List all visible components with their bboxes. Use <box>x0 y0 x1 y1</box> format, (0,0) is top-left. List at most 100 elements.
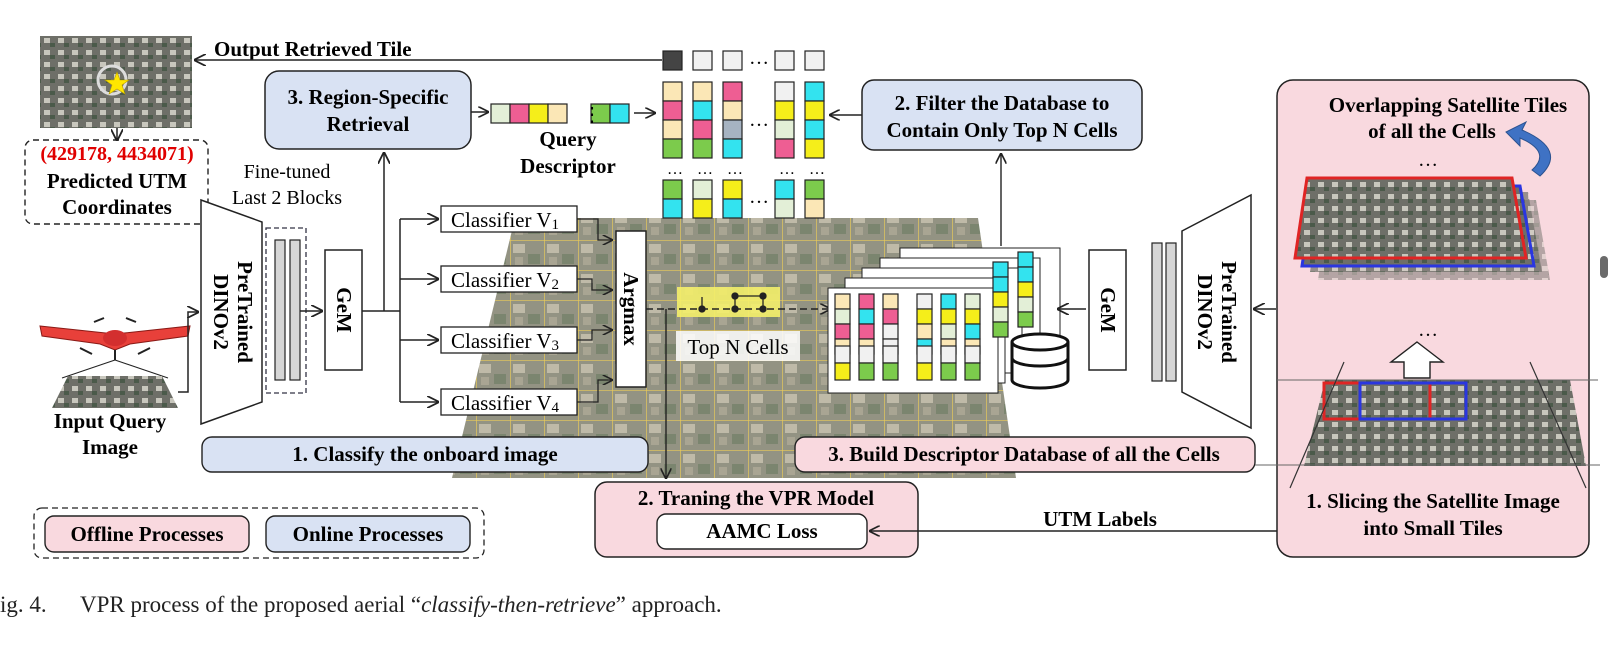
overlap-label-2: of all the Cells <box>1368 119 1496 143</box>
database-cell <box>940 308 957 325</box>
database-cell <box>834 323 851 340</box>
database-cell <box>916 345 933 364</box>
dinov2-left-label-1: PreTrained <box>233 261 257 363</box>
curved-arrow-icon <box>1505 120 1551 177</box>
predicted-utm-label-2: Coordinates <box>62 195 172 219</box>
svg-text:Classifier V3: Classifier V3 <box>451 329 559 354</box>
top-row-cell <box>692 50 713 71</box>
descriptor-cell <box>692 179 713 200</box>
grid-separator-dots: … <box>697 161 713 178</box>
descriptor-cell <box>722 138 743 159</box>
pretrained-dinov2-left <box>200 198 263 426</box>
argmax-box <box>615 230 647 388</box>
top-row-cell <box>662 50 683 71</box>
retrieved-tile-image <box>40 36 192 128</box>
satellite-image <box>1304 380 1586 466</box>
descriptor-cell <box>774 138 795 159</box>
fine-tuned-block-2 <box>289 239 301 381</box>
utm-labels-label: UTM Labels <box>1043 507 1157 531</box>
database-cell <box>916 362 933 381</box>
database-cell <box>916 323 933 340</box>
database-cell <box>1017 296 1034 313</box>
gem-left-box <box>324 249 363 371</box>
grid-ellipsis-top: … <box>749 47 769 69</box>
database-cell <box>992 321 1009 338</box>
dinov2-right-label-2: DINOv2 <box>1193 274 1217 350</box>
training-label: 2. Traning the VPR Model <box>638 486 874 510</box>
database-cell <box>992 291 1009 308</box>
right-block-1 <box>1151 242 1163 382</box>
descriptor-cell <box>804 138 825 159</box>
fine-tuned-label: Fine-tuned <box>244 161 331 183</box>
database-cell <box>964 323 981 340</box>
filter-db-label: 2. Filter the Database to <box>895 91 1110 115</box>
database-cell <box>1017 266 1034 283</box>
database-cell <box>834 345 851 364</box>
classifier-v1: Classifier V1 <box>440 205 578 233</box>
query-descriptor-cell <box>509 103 530 124</box>
classifier-v4: Classifier V4 <box>440 388 578 416</box>
caption-text: VPR process of the proposed aerial “ <box>80 592 422 617</box>
database-cell <box>916 293 933 310</box>
database-cell <box>834 362 851 381</box>
descriptor-cell <box>804 119 825 140</box>
grid-ellipsis-mid: … <box>749 109 769 131</box>
descriptor-cell <box>722 119 743 140</box>
query-descriptor-cell <box>547 103 568 124</box>
top-n-graph <box>698 292 767 313</box>
query-descriptor-cell <box>528 103 549 124</box>
descriptor-cell <box>692 81 713 102</box>
top-n-label-bg <box>676 331 800 361</box>
predicted-utm-box <box>24 139 209 225</box>
grid-separator-dots: … <box>809 161 825 178</box>
query-descriptor-cell <box>609 103 630 124</box>
descriptor-cell <box>692 198 713 219</box>
database-cell <box>882 293 899 310</box>
overlap-ellipsis-top: … <box>1418 149 1438 171</box>
grid-ellipsis-bot: … <box>749 186 769 208</box>
utm-coordinates: (429178, 4434071) <box>40 143 193 165</box>
right-block-2 <box>1165 242 1177 382</box>
fine-tuned-label-2: Last 2 Blocks <box>232 187 342 209</box>
descriptor-cell <box>774 119 795 140</box>
descriptor-cell <box>774 179 795 200</box>
descriptor-cell <box>692 138 713 159</box>
descriptor-cell <box>662 138 683 159</box>
database-cell <box>964 293 981 310</box>
database-cell <box>992 261 1009 278</box>
descriptor-cell <box>722 198 743 219</box>
build-db-banner <box>794 436 1256 473</box>
pretrained-dinov2-right <box>1181 193 1252 430</box>
classifier-v3: Classifier V3 <box>440 326 578 354</box>
top-n-highlight <box>677 287 780 317</box>
classify-onboard-label: 1. Classify the onboard image <box>292 442 557 466</box>
top-row-cell <box>722 50 743 71</box>
classify-onboard-banner <box>201 436 649 473</box>
aamc-loss-label: AAMC Loss <box>706 519 817 543</box>
gem-right-label: GeM <box>1096 287 1120 333</box>
gem-right-box <box>1088 249 1127 371</box>
database-cell <box>940 293 957 310</box>
query-dots: ⋮ <box>582 104 602 126</box>
region-retrieval-label-2: Retrieval <box>327 112 410 136</box>
predicted-utm-label: Predicted UTM <box>47 169 187 193</box>
top-n-cells-label: Top N Cells <box>687 335 788 359</box>
database-cell <box>834 308 851 325</box>
query-descriptor-label-2: Descriptor <box>520 154 616 178</box>
database-cell <box>882 323 899 340</box>
scrollbar-thumb[interactable] <box>1600 256 1608 278</box>
fine-tuned-block-1 <box>274 239 286 381</box>
database-cell <box>882 308 899 325</box>
database-cell <box>964 345 981 364</box>
descriptor-cell <box>692 119 713 140</box>
database-cell <box>858 362 875 381</box>
descriptor-cell <box>722 81 743 102</box>
descriptor-cell <box>662 81 683 102</box>
database-cell <box>940 323 957 340</box>
descriptor-cell <box>804 100 825 121</box>
descriptor-cell <box>662 179 683 200</box>
up-arrow-icon <box>1388 341 1446 379</box>
caption-text-end: ” approach. <box>615 592 722 617</box>
slice-blue <box>1358 381 1468 421</box>
